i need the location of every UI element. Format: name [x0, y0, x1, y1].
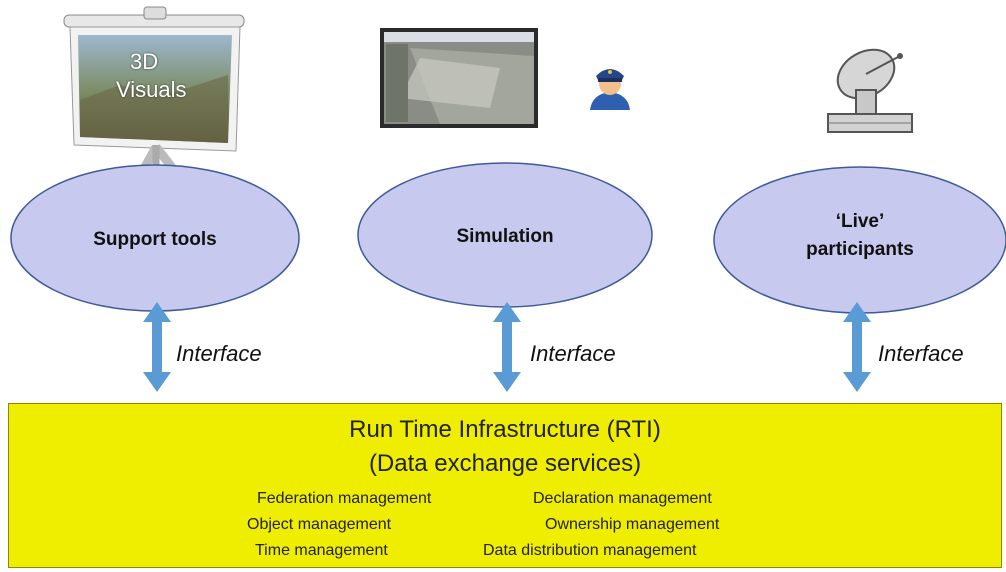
- support-tools-label: Support tools: [93, 229, 217, 250]
- projector-text-line1: 3D: [130, 49, 159, 74]
- service-data-distribution-management: Data distribution management: [483, 542, 697, 559]
- service-ownership-management: Ownership management: [545, 516, 720, 533]
- interface-label-simulation: Interface: [530, 341, 616, 366]
- service-object-management: Object management: [247, 516, 392, 533]
- live-participants-label-line1: ‘Live’: [835, 211, 885, 232]
- simulation-screenshot-illustration: [380, 28, 538, 128]
- live-participants-label-line2: participants: [806, 239, 914, 260]
- interface-arrows: [143, 302, 871, 392]
- rti-box: Run Time Infrastructure (RTI) (Data exch…: [8, 403, 1002, 568]
- projector-text-line2: Visuals: [116, 77, 187, 102]
- service-time-management: Time management: [255, 542, 388, 559]
- interface-label-support-tools: Interface: [176, 341, 262, 366]
- soldier-icon: [584, 60, 636, 112]
- rti-title: Run Time Infrastructure (RTI): [349, 416, 661, 443]
- service-declaration-management: Declaration management: [533, 490, 712, 507]
- interface-label-live-participants: Interface: [878, 341, 964, 366]
- arrow-live-participants: [843, 302, 871, 392]
- service-federation-management: Federation management: [257, 490, 432, 507]
- arrow-support-tools: [143, 302, 171, 392]
- satellite-dish-icon: [818, 38, 922, 138]
- simulation-label: Simulation: [456, 226, 554, 247]
- rti-subtitle: (Data exchange services): [368, 450, 642, 477]
- arrow-simulation: [493, 302, 521, 392]
